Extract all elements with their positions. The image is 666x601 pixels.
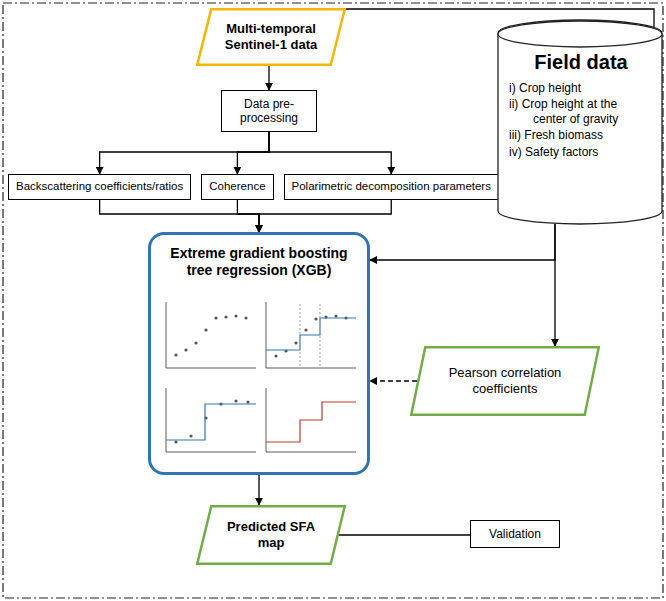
node-label: Data pre-processing bbox=[226, 97, 312, 126]
connector-arrow bbox=[258, 475, 259, 505]
model-box: Extreme gradient boosting tree regressio… bbox=[148, 232, 370, 475]
node-label: Validation bbox=[489, 527, 541, 541]
connector-arrow bbox=[269, 132, 391, 174]
dashed-arrow bbox=[370, 380, 417, 381]
node-label: Multi-temporal Sentinel-1 data bbox=[216, 21, 326, 52]
node-label: Predicted SFA map bbox=[216, 519, 326, 550]
node-label: Coherence bbox=[209, 180, 265, 194]
connector-arrow bbox=[339, 534, 470, 535]
database-cylinder: Field data i) Crop height ii) Crop height … bbox=[497, 20, 663, 225]
process-box: Validation bbox=[470, 520, 560, 548]
process-box: Data pre-processing bbox=[221, 90, 317, 132]
output-parallelogram: Pearson correlation coefficients bbox=[410, 346, 600, 416]
node-heading: Field data bbox=[534, 50, 627, 74]
chart-lines bbox=[166, 304, 356, 442]
process-box: Backscattering coefficients/ratios bbox=[8, 174, 191, 200]
node-label: Extreme gradient boosting tree regressio… bbox=[165, 245, 353, 279]
list-item: iii) Fresh biomass bbox=[509, 128, 653, 142]
output-parallelogram: Predicted SFA map bbox=[196, 505, 346, 565]
mini-chart bbox=[166, 302, 356, 452]
list-item: ii) Crop height at the center of gravity bbox=[509, 97, 653, 126]
node-label: Polarimetric decomposition parameters bbox=[292, 180, 491, 194]
node-label: Backscattering coefficients/ratios bbox=[16, 180, 183, 194]
connector-arrow bbox=[554, 224, 555, 346]
connector-arrow bbox=[370, 224, 555, 260]
list-item: iv) Safety factors bbox=[509, 145, 653, 159]
connector-arrow bbox=[100, 132, 269, 174]
chart-points bbox=[174, 314, 347, 443]
input-parallelogram: Multi-temporal Sentinel-1 data bbox=[196, 8, 346, 66]
connector-arrow bbox=[100, 200, 259, 232]
process-box: Polarimetric decomposition parameters bbox=[284, 174, 499, 200]
connector-arrow bbox=[237, 132, 269, 174]
connector-arrow bbox=[237, 200, 259, 232]
list-item: i) Crop height bbox=[509, 81, 653, 95]
connector-arrow bbox=[259, 200, 391, 232]
node-label: Pearson correlation coefficients bbox=[430, 365, 580, 396]
process-box: Coherence bbox=[201, 174, 273, 200]
connector-arrow bbox=[268, 66, 269, 90]
frame-border bbox=[3, 3, 663, 598]
